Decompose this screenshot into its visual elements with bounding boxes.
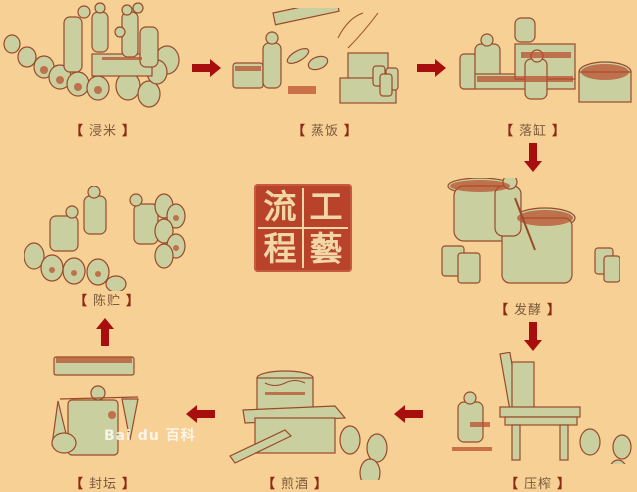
arrow-right-icon: [417, 59, 446, 77]
arrow-left-icon: [394, 405, 423, 423]
boil-wine-illustration: [229, 370, 388, 480]
step-label: 【封坛】: [70, 477, 137, 492]
arrow-down-icon: [524, 322, 542, 351]
fermentation-illustration: [441, 178, 620, 284]
seal-char-cheng: 程: [263, 229, 297, 268]
step-label: 【煎酒】: [262, 477, 329, 492]
pressing-illustration: [452, 352, 632, 464]
storage-illustration: [24, 186, 186, 291]
process-seal: 工 藝 流 程: [254, 184, 352, 272]
step-label-text: 封坛: [89, 477, 118, 492]
steam-rice-illustration: [232, 8, 399, 104]
arrow-down-icon: [524, 143, 542, 172]
step-label-text: 浸米: [89, 124, 118, 139]
step-label: 【落缸】: [500, 124, 567, 139]
vat-filling-illustration: [459, 17, 632, 103]
seal-char-gong: 工: [309, 187, 343, 226]
step-label: 【蒸饭】: [292, 124, 359, 139]
step-label-text: 煎酒: [281, 477, 310, 492]
arrow-right-icon: [192, 59, 221, 77]
step-label-text: 陈贮: [93, 294, 122, 309]
step-label: 【浸米】: [70, 124, 137, 139]
step-label: 【陈贮】: [74, 294, 141, 309]
soak-rice-illustration: [3, 2, 180, 108]
arrow-left-icon: [186, 405, 215, 423]
step-label: 【发酵】: [495, 303, 562, 318]
step-label-text: 压榨: [524, 477, 553, 492]
step-label-text: 蒸饭: [311, 124, 340, 139]
arrow-up-icon: [96, 318, 114, 346]
seal-char-liu: 流: [263, 187, 297, 226]
step-label-text: 发酵: [514, 303, 543, 318]
seal-divider: [258, 227, 348, 229]
baidu-watermark: Bai du 百科: [104, 428, 196, 444]
seal-jars-illustration: [51, 356, 139, 456]
step-label-text: 落缸: [519, 124, 548, 139]
step-label: 【压榨】: [505, 477, 572, 492]
seal-char-yi: 藝: [309, 229, 343, 268]
